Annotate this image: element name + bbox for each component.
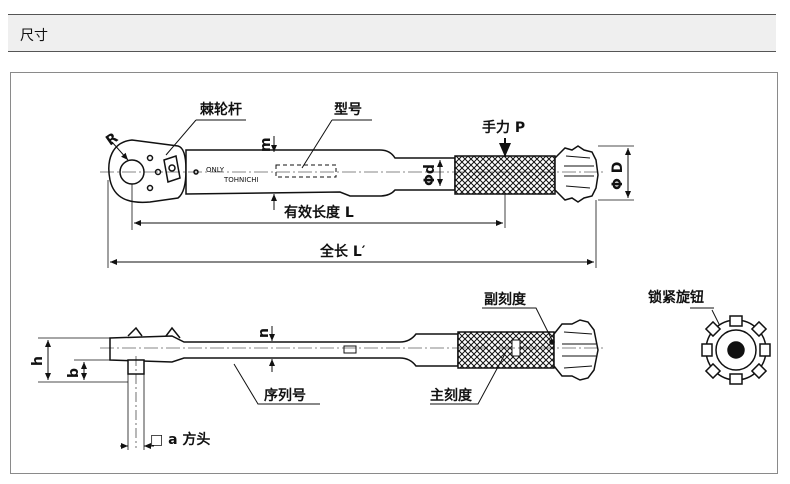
dim-n-label: n: [256, 328, 272, 338]
dim-b-label: b: [66, 368, 82, 378]
side-lever: [165, 326, 181, 339]
head-screw: [146, 184, 154, 192]
sub-scale-leader: [482, 307, 553, 341]
side-knob-ribs: [562, 331, 596, 369]
ratchet-label: 棘轮杆: [200, 101, 242, 118]
scale-dot: [549, 339, 555, 345]
serial-leader: [233, 363, 320, 405]
ratchet-lever: [163, 155, 181, 183]
lock-knob-end-view: [701, 315, 771, 385]
effective-length-label: 有效长度 L: [284, 204, 354, 221]
serial-label: 序列号: [264, 387, 306, 404]
model-window: [275, 164, 337, 178]
radius-arrow: [111, 141, 129, 161]
side-lever: [127, 326, 143, 337]
square-drive-label: □ a 方头: [150, 431, 210, 448]
dim-d-label: Φd: [422, 164, 438, 186]
serial-plate: [343, 345, 357, 354]
lever-pin: [168, 164, 176, 172]
brand-mark: TOHNICHI: [223, 176, 259, 184]
ratchet-leader: [165, 119, 246, 156]
lock-knob-label: 锁紧旋钮: [648, 289, 704, 306]
side-head: [109, 333, 459, 367]
dim-m-label: m: [258, 137, 274, 152]
main-scale-leader: [430, 351, 507, 405]
diagram-frame: [10, 72, 778, 474]
sub-scale-label: 副刻度: [484, 291, 527, 308]
side-grip-knurl: [457, 331, 555, 369]
dim-D-label: Φ D: [610, 162, 626, 190]
section-header: 尺寸: [8, 14, 776, 52]
model-leader: [301, 119, 372, 169]
section-title: 尺寸: [20, 28, 48, 44]
head-screw: [146, 154, 154, 162]
side-knob: [553, 319, 599, 381]
wrench-body: [185, 149, 456, 197]
hand-force-label: 手力 P: [482, 119, 525, 136]
only-mark: ONLY: [206, 166, 225, 174]
side-view: [109, 319, 599, 381]
knob-ribs: [564, 155, 594, 189]
main-scale-label: 主刻度: [430, 387, 473, 404]
lock-knob: [554, 145, 599, 203]
model-label: 型号: [334, 101, 362, 118]
dim-h-label: h: [30, 356, 46, 366]
ratchet-head: [108, 139, 187, 204]
top-view: [108, 139, 599, 204]
total-length-label: 全长 L′: [319, 243, 366, 260]
grip-knurl: [454, 155, 556, 195]
